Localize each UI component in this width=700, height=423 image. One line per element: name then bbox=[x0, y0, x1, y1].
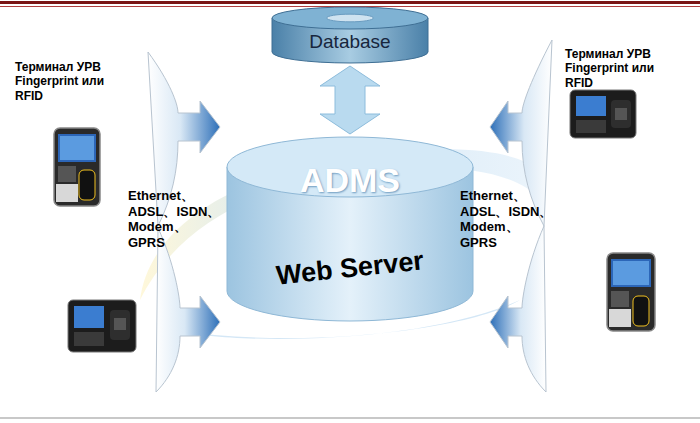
network-arrow bbox=[156, 228, 220, 392]
network-label: Ethernet、 ADSL、ISDN、 Modem、 GPRS bbox=[128, 188, 224, 250]
double-arrow bbox=[320, 66, 380, 134]
server-title: ADMS bbox=[225, 161, 475, 200]
terminal-device bbox=[54, 128, 100, 206]
database-cylinder: Database bbox=[270, 5, 430, 65]
network-arrow bbox=[490, 226, 546, 392]
network-label: Ethernet、 ADSL、ISDN、 Modem、 GPRS bbox=[460, 188, 556, 250]
cylinder-hole bbox=[327, 14, 374, 22]
terminal-label: Терминал УРВ Fingerprint или RFID bbox=[565, 47, 677, 90]
server-cylinder: ADMSWeb Server bbox=[225, 135, 475, 323]
bottom-border bbox=[0, 417, 700, 419]
terminal-label: Терминал УРВ Fingerprint или RFID bbox=[15, 60, 127, 103]
database-label: Database bbox=[270, 31, 430, 53]
terminal-device bbox=[570, 90, 636, 138]
top-border bbox=[0, 1, 700, 4]
terminal-device bbox=[68, 300, 136, 352]
cylinder-top bbox=[272, 7, 428, 29]
terminal-device bbox=[607, 253, 655, 331]
